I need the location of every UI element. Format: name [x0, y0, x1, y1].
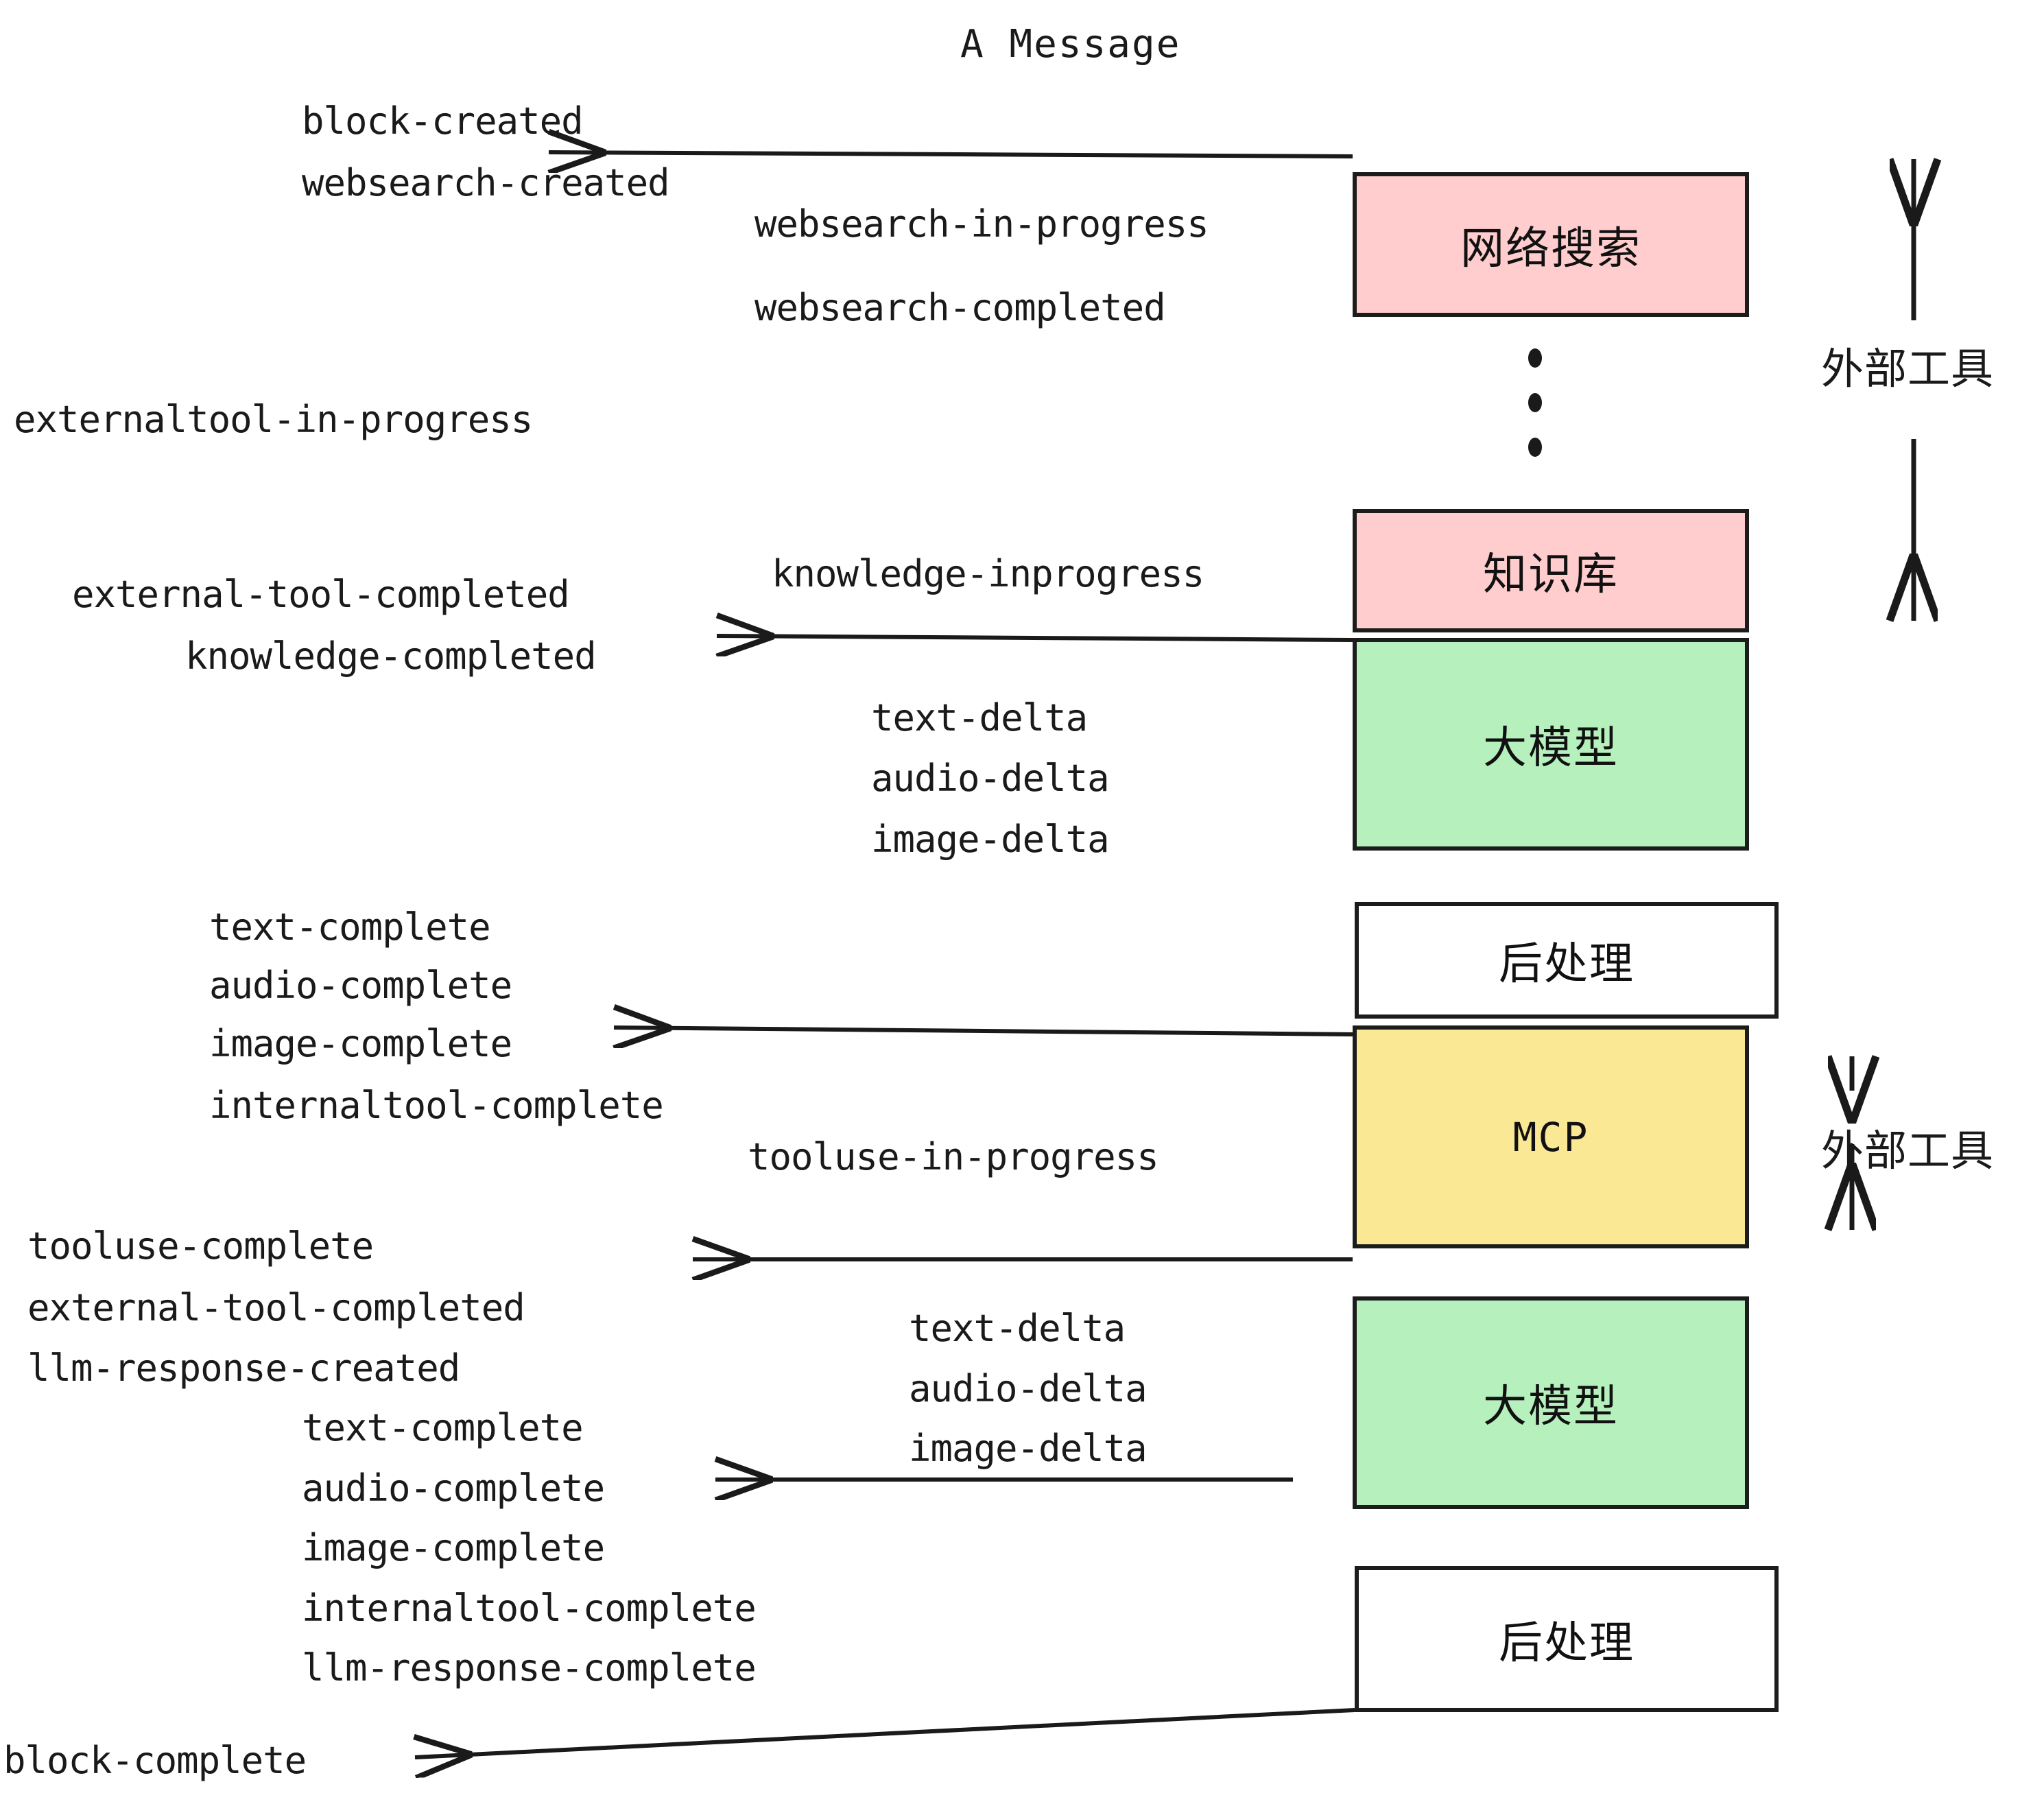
event-label: image-complete: [302, 1526, 605, 1569]
event-label: llm-response-complete: [302, 1646, 757, 1689]
box-label: 大模型: [1483, 723, 1619, 774]
event-label: image-complete: [209, 1022, 512, 1065]
event-label: knowledge-completed: [185, 634, 597, 678]
event-label: knowledge-inprogress: [772, 552, 1204, 595]
box-postprocess-2[interactable]: 后处理: [1355, 1566, 1779, 1712]
page-title: A Message: [960, 22, 1181, 67]
event-label: image-delta: [909, 1427, 1148, 1470]
event-label: websearch-completed: [754, 286, 1166, 329]
event-label: websearch-in-progress: [754, 202, 1209, 246]
event-label: external-tool-completed: [72, 573, 570, 616]
event-label: text-complete: [302, 1406, 584, 1449]
external-tool-label: 外部工具: [1821, 1126, 1995, 1176]
event-label: audio-delta: [871, 757, 1110, 800]
arrow-image-complete: [614, 1028, 1355, 1034]
event-label: text-complete: [209, 905, 491, 949]
event-label: audio-complete: [302, 1467, 605, 1510]
event-label: text-delta: [909, 1307, 1126, 1350]
event-label: internaltool-complete: [209, 1084, 664, 1127]
event-label: block-created: [302, 99, 584, 143]
event-label: text-delta: [871, 696, 1088, 739]
box-label: 后处理: [1499, 1617, 1635, 1669]
event-label: llm-response-created: [27, 1346, 460, 1390]
box-mcp[interactable]: MCP: [1353, 1025, 1749, 1248]
box-llm-1[interactable]: 大模型: [1353, 638, 1749, 851]
event-label: audio-complete: [209, 964, 512, 1007]
event-label: websearch-created: [302, 161, 670, 204]
box-label: MCP: [1512, 1113, 1589, 1161]
box-label: 后处理: [1499, 939, 1635, 990]
box-websearch[interactable]: 网络搜索: [1353, 172, 1749, 317]
event-label: audio-delta: [909, 1367, 1148, 1410]
event-label: internaltool-complete: [302, 1587, 757, 1630]
box-label: 知识库: [1483, 549, 1619, 600]
box-label: 网络搜索: [1460, 223, 1641, 274]
event-label: external-tool-completed: [27, 1286, 525, 1329]
arrow-block-complete: [415, 1708, 1355, 1757]
ellipsis-dot: [1528, 438, 1542, 457]
arrow-block-created: [549, 152, 1353, 156]
event-label: image-delta: [871, 818, 1110, 861]
box-llm-2[interactable]: 大模型: [1353, 1296, 1749, 1509]
event-label: tooluse-in-progress: [748, 1135, 1159, 1178]
arrow-knowledge-completed: [717, 636, 1353, 640]
box-label: 大模型: [1483, 1381, 1619, 1432]
ellipsis-dot: [1528, 348, 1542, 368]
event-label: tooluse-complete: [27, 1224, 374, 1268]
external-tool-label: 外部工具: [1821, 344, 1995, 394]
event-label: block-complete: [3, 1739, 307, 1782]
box-knowledge[interactable]: 知识库: [1353, 509, 1749, 632]
event-label: externaltool-in-progress: [14, 398, 533, 441]
box-postprocess-1[interactable]: 后处理: [1355, 902, 1779, 1019]
ellipsis-dot: [1528, 393, 1542, 412]
